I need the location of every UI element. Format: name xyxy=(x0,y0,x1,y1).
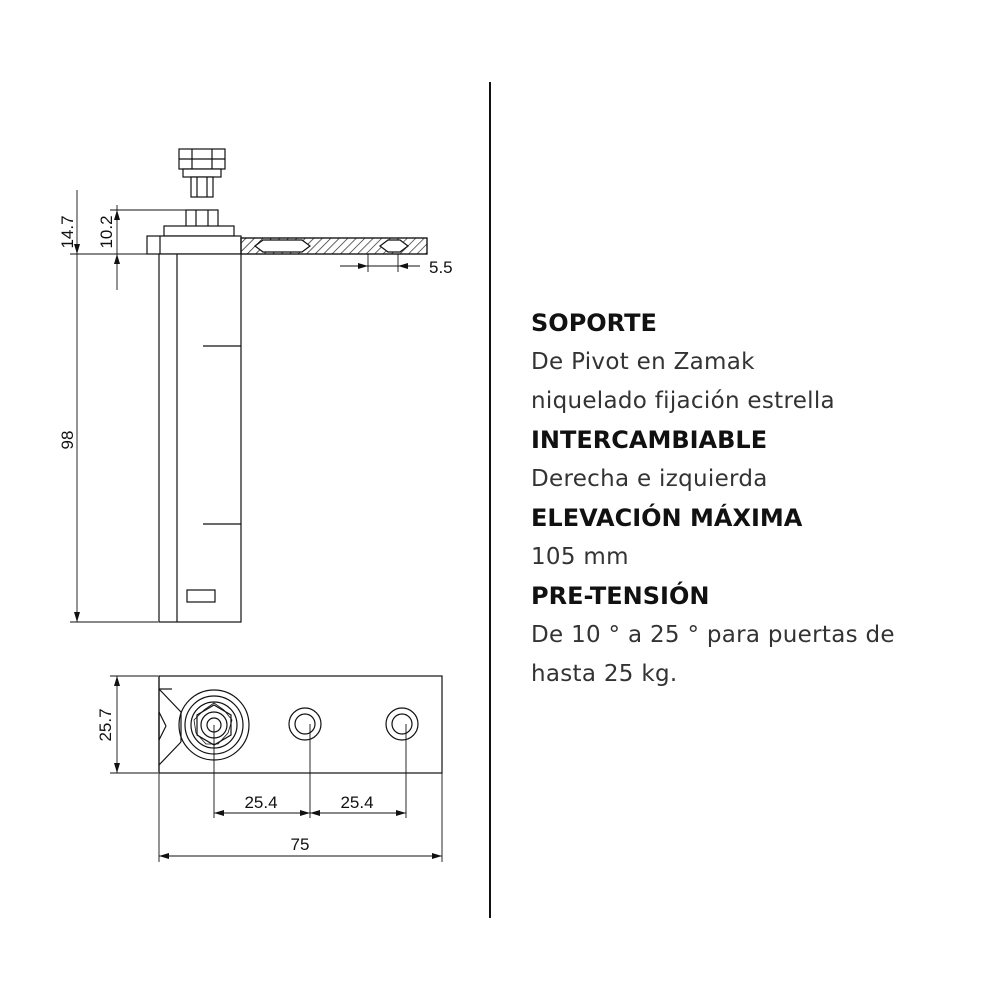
dimension-arrows-side xyxy=(74,210,408,622)
top-view xyxy=(110,675,443,862)
side-view xyxy=(70,148,428,623)
dim-14-7: 14.7 xyxy=(58,215,77,248)
dimension-lines-side xyxy=(70,190,420,623)
pretension-heading: PRE-TENSIÓN xyxy=(531,582,710,610)
soporte-line-2: niquelado fijación estrella xyxy=(531,388,835,414)
intercambiable-heading: INTERCAMBIABLE xyxy=(531,426,768,454)
pivot-plate xyxy=(146,225,428,255)
top-plate-outline xyxy=(158,675,443,774)
dim-98: 98 xyxy=(58,431,77,450)
dim-25-4-right: 25.4 xyxy=(340,793,373,812)
dim-5-5: 5.5 xyxy=(429,258,453,277)
specifications-panel: SOPORTE De Pivot en Zamak niquelado fija… xyxy=(531,304,971,694)
bolt-icon xyxy=(178,148,226,229)
dim-25-7: 25.7 xyxy=(96,708,115,741)
dim-25-4-left: 25.4 xyxy=(244,793,277,812)
elevacion-line-1: 105 mm xyxy=(531,544,629,570)
dimension-arrows-top xyxy=(114,676,442,859)
pretension-line-2: hasta 25 kg. xyxy=(531,661,678,687)
pivot-body xyxy=(158,253,242,623)
dim-75: 75 xyxy=(291,835,310,854)
dimension-lines-top xyxy=(110,675,443,862)
pretension-line-1: De 10 ° a 25 ° para puertas de xyxy=(531,622,895,648)
elevacion-heading: ELEVACIÓN MÁXIMA xyxy=(531,504,803,532)
mounting-hole-icon xyxy=(288,707,322,741)
soporte-heading: SOPORTE xyxy=(531,309,657,337)
mounting-hole-icon xyxy=(385,707,419,741)
soporte-line-1: De Pivot en Zamak xyxy=(531,349,755,375)
intercambiable-line-1: Derecha e izquierda xyxy=(531,466,768,492)
dim-10-2: 10.2 xyxy=(97,215,116,248)
